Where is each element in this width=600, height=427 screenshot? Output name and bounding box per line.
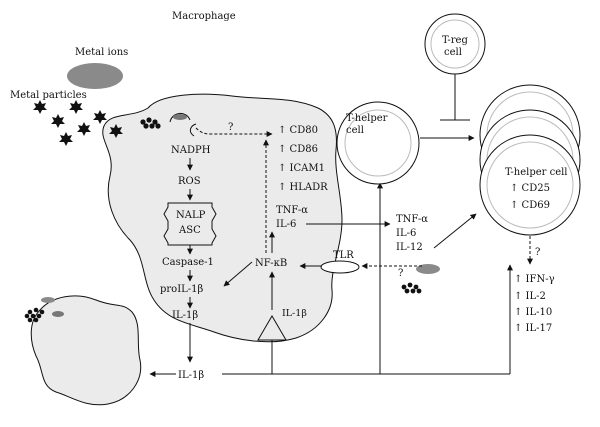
il1b-secreted-label: IL-1β <box>178 370 204 381</box>
tnf-out-label: TNF-α <box>396 214 428 225</box>
il12-out-label: IL-12 <box>396 242 423 253</box>
il1b-receptor-label: IL-1β <box>282 308 307 319</box>
tlr-label: TLR <box>333 250 354 261</box>
il1b-receptor <box>257 315 287 341</box>
il6-out-label: IL-6 <box>396 228 416 239</box>
ros-label: ROS <box>178 176 201 187</box>
particle-cluster-bottom-left <box>24 307 45 323</box>
th-output-ifng: ↑ IFN-γ <box>514 274 555 285</box>
metal-particles <box>33 100 123 146</box>
il1b-label: IL-1β <box>172 310 198 321</box>
macrophage-label: Macrophage <box>172 11 236 22</box>
question-mark-top: ? <box>228 122 233 133</box>
marker-icam1: ↑ ICAM1 <box>278 163 325 174</box>
t-helper-left-label-1: T-helper <box>346 113 388 124</box>
marker-cd86: ↑ CD86 <box>278 144 318 155</box>
th-marker-cd25: ↑ CD25 <box>510 183 550 194</box>
t-helper-left-label-2: cell <box>346 125 364 136</box>
t-reg-label-2: cell <box>444 47 462 58</box>
tnf-inner-label: TNF-α <box>276 205 308 216</box>
t-helper-cell-left <box>336 101 420 185</box>
metal-ions-tiny <box>41 297 55 303</box>
th-output-il2: ↑ IL-2 <box>514 291 546 302</box>
inflammasome-box <box>163 202 217 246</box>
question-mark-tlr: ? <box>398 268 403 279</box>
metal-particles-label: Metal particles <box>10 90 87 101</box>
neighbor-cell <box>30 295 142 406</box>
metal-ions-cloud <box>67 63 123 89</box>
marker-cd80: ↑ CD80 <box>278 125 318 136</box>
neighbor-ion <box>52 311 64 317</box>
tlr-receptor <box>320 260 360 274</box>
macrophage-cell <box>102 93 343 343</box>
t-reg-label-1: T-reg <box>442 35 468 46</box>
asc-label: ASC <box>178 225 201 236</box>
engulfed-particle <box>173 114 187 120</box>
question-mark-th: ? <box>535 247 540 258</box>
particle-cluster-right <box>401 282 422 294</box>
il6-inner-label: IL-6 <box>276 219 296 230</box>
marker-hladr: ↑ HLADR <box>278 182 328 193</box>
th-marker-cd69: ↑ CD69 <box>510 200 550 211</box>
proil-label: proIL-1β <box>160 284 204 295</box>
nfkb-label: NF-κB <box>255 258 287 269</box>
th-output-il17: ↑ IL-17 <box>514 323 552 334</box>
t-helper-stack <box>479 84 581 236</box>
th-output-il10: ↑ IL-10 <box>514 307 552 318</box>
metal-ions-label: Metal ions <box>75 47 128 58</box>
particle-cluster-top <box>140 117 161 129</box>
nadph-label: NADPH <box>171 145 211 156</box>
caspase-label: Caspase-1 <box>162 257 214 268</box>
phagocytic-pocket <box>169 113 191 123</box>
t-helper-right-label: T-helper cell <box>505 167 568 178</box>
nalp-label: NALP <box>176 210 206 221</box>
